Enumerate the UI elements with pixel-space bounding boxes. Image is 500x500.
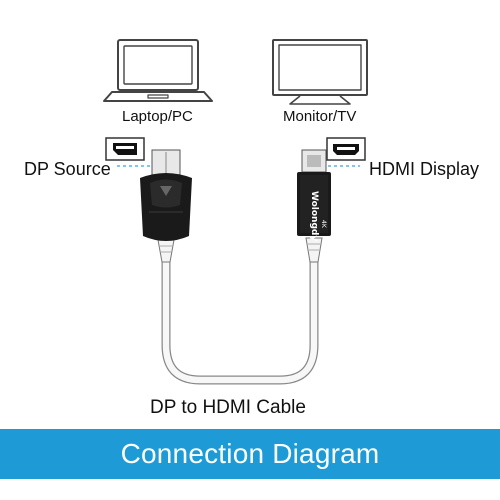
hdmi-display-label: HDMI Display xyxy=(369,159,480,179)
cable xyxy=(161,240,319,385)
monitor-icon xyxy=(272,39,368,105)
footer-title: Connection Diagram xyxy=(120,438,380,469)
monitor-label: Monitor/TV xyxy=(283,108,357,125)
cable-brand-text: Wolongdy xyxy=(309,191,319,241)
displayport-port-icon xyxy=(105,137,145,161)
hdmi-port-icon xyxy=(326,137,366,161)
dp-connector xyxy=(140,149,192,241)
cable-label: DP to HDMI Cable xyxy=(150,397,306,418)
footer-banner xyxy=(0,429,500,479)
laptop-icon xyxy=(103,39,213,102)
dp-source-label: DP Source xyxy=(24,159,111,179)
laptop-label: Laptop/PC xyxy=(122,108,193,125)
dp-strain-relief xyxy=(157,239,175,263)
hdmi-connector: Wolongdy 4K xyxy=(297,149,331,241)
cable-resolution-mark: 4K xyxy=(320,220,327,229)
hdmi-strain-relief xyxy=(305,237,323,263)
